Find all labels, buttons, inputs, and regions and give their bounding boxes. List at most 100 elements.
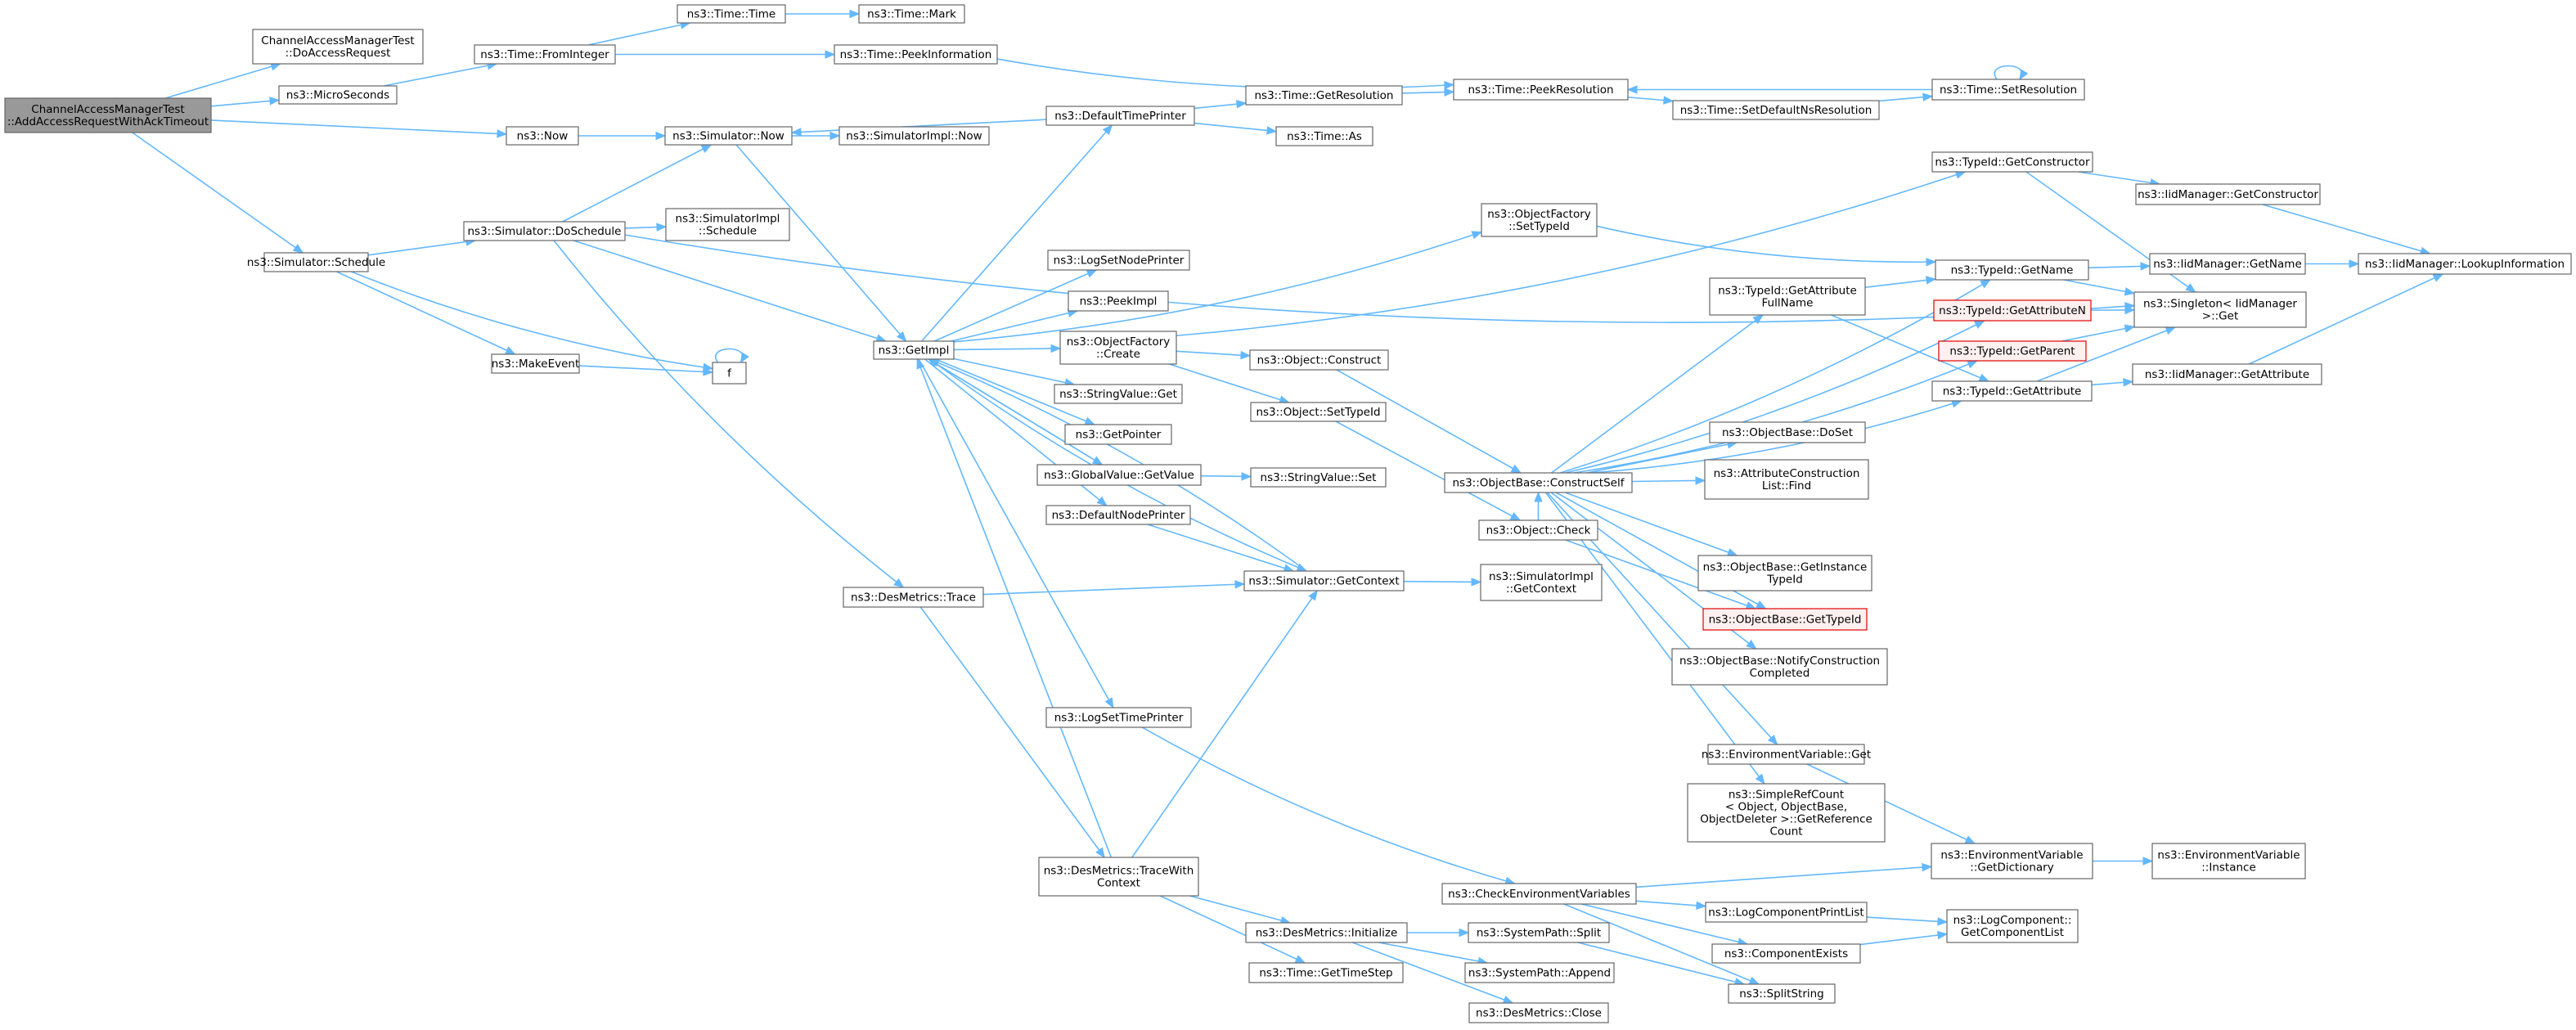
node-f[interactable]: f xyxy=(712,362,747,385)
edge-f-to-f xyxy=(715,348,749,364)
node-gettimestep[interactable]: ns3::Time::GetTimeStep xyxy=(1248,962,1404,983)
node-envget[interactable]: ns3::EnvironmentVariable::Get xyxy=(1702,744,1871,765)
node-compexists[interactable]: ns3::ComponentExists xyxy=(1711,943,1861,964)
node-now[interactable]: ns3::Now xyxy=(506,126,579,146)
node-getimpl[interactable]: ns3::GetImpl xyxy=(873,340,955,360)
node-setdefns[interactable]: ns3::Time::SetDefaultNsResolution xyxy=(1672,100,1880,120)
node-getctor[interactable]: ns3::TypeId::GetConstructor xyxy=(1931,151,2093,173)
node-obdoset[interactable]: ns3::ObjectBase::DoSet xyxy=(1709,421,1866,443)
node-label: ::Schedule xyxy=(699,225,757,238)
node-box xyxy=(263,252,369,272)
node-getattr[interactable]: ns3::TypeId::GetAttribute xyxy=(1931,380,2093,402)
node-box xyxy=(1249,349,1389,371)
node-label: f xyxy=(727,367,732,380)
node-box xyxy=(491,353,580,374)
node-iidlookup[interactable]: ns3::IidManager::LookupInformation xyxy=(2358,253,2572,275)
node-svset[interactable]: ns3::StringValue::Set xyxy=(1250,467,1387,488)
node-spsplit[interactable]: ns3::SystemPath::Split xyxy=(1468,922,1610,943)
edge-objcheck-to-constructself xyxy=(1534,491,1543,520)
node-label: ns3::Time::PeekInformation xyxy=(840,48,992,61)
node-simpleref[interactable]: ns3::SimpleRefCount< Object, ObjectBase,… xyxy=(1687,783,1886,843)
node-destrace[interactable]: ns3::DesMetrics::Trace xyxy=(843,587,984,608)
node-obnotify[interactable]: ns3::ObjectBase::NotifyConstructionCompl… xyxy=(1671,648,1888,686)
node-spappend[interactable]: ns3::SystemPath::Append xyxy=(1464,962,1615,983)
node-getparent[interactable]: ns3::TypeId::GetParent xyxy=(1938,340,2087,362)
node-desclose[interactable]: ns3::DesMetrics::Close xyxy=(1468,1002,1609,1023)
node-peekinfo[interactable]: ns3::Time::PeekInformation xyxy=(834,44,998,65)
node-ofcreate[interactable]: ns3::ObjectFactory::Create xyxy=(1059,331,1177,365)
node-box xyxy=(1705,902,1868,923)
edge-getctx-to-implgetctx xyxy=(1403,578,1482,587)
node-peekimpl[interactable]: ns3::PeekImpl xyxy=(1068,290,1169,312)
node-makeevent[interactable]: ns3::MakeEvent xyxy=(491,353,580,374)
node-getptr[interactable]: ns3::GetPointer xyxy=(1064,424,1172,445)
node-label: ns3::TypeId::GetAttribute xyxy=(1718,285,1857,298)
node-box xyxy=(1468,1002,1609,1023)
node-box xyxy=(1064,424,1172,445)
node-iidgetctor[interactable]: ns3::IidManager::GetConstructor xyxy=(2135,183,2321,205)
node-box xyxy=(1444,472,1633,493)
node-box xyxy=(1068,290,1169,312)
node-svget[interactable]: ns3::StringValue::Get xyxy=(1054,384,1183,404)
node-implsched[interactable]: ns3::SimulatorImpl::Schedule xyxy=(665,208,790,241)
node-getattrn[interactable]: ns3::TypeId::GetAttributeN xyxy=(1933,299,2092,322)
node-iidgetname[interactable]: ns3::IidManager::GetName xyxy=(2149,253,2306,275)
node-microsec[interactable]: ns3::MicroSeconds xyxy=(278,85,398,105)
node-desinit[interactable]: ns3::DesMetrics::Initialize xyxy=(1245,922,1408,943)
node-schedule[interactable]: ns3::Simulator::Schedule xyxy=(247,252,385,272)
node-singleton[interactable]: ns3::Singleton< IidManager>::Get xyxy=(2133,291,2307,328)
node-simnow[interactable]: ns3::Simulator::Now xyxy=(664,126,793,146)
node-box xyxy=(1931,79,2085,101)
node-doschedule[interactable]: ns3::Simulator::DoSchedule xyxy=(463,221,626,241)
node-box xyxy=(1702,608,1868,631)
node-envinst[interactable]: ns3::EnvironmentVariable::Instance xyxy=(2151,843,2306,879)
node-checkenv[interactable]: ns3::CheckEnvironmentVariables xyxy=(1441,883,1637,905)
node-defnp[interactable]: ns3::DefaultNodePrinter xyxy=(1045,505,1191,525)
node-splitstring[interactable]: ns3::SplitString xyxy=(1728,983,1836,1004)
node-box xyxy=(1245,922,1408,943)
node-box xyxy=(474,44,616,65)
node-getctx[interactable]: ns3::Simulator::GetContext xyxy=(1243,570,1405,591)
node-timemark[interactable]: ns3::Time::Mark xyxy=(858,4,965,24)
edge-ofsettid-to-getname xyxy=(1596,225,1937,267)
node-getname[interactable]: ns3::TypeId::GetName xyxy=(1935,259,2089,281)
node-setres[interactable]: ns3::Time::SetResolution xyxy=(1931,79,2085,101)
node-timeas[interactable]: ns3::Time::As xyxy=(1275,126,1373,146)
node-box xyxy=(1245,85,1403,106)
edge-schedule-to-makeevent xyxy=(336,271,516,355)
node-lcpl[interactable]: ns3::LogComponentPrintList xyxy=(1705,902,1868,923)
node-deftp[interactable]: ns3::DefaultTimePrinter xyxy=(1045,106,1195,126)
node-obgettid[interactable]: ns3::ObjectBase::GetTypeId xyxy=(1702,608,1868,631)
node-timetime[interactable]: ns3::Time::Time xyxy=(677,4,786,24)
node-box xyxy=(1481,203,1598,237)
node-logtp[interactable]: ns3::LogSetTimePrinter xyxy=(1045,707,1192,728)
node-iidgetattr[interactable]: ns3::IidManager::GetAttribute xyxy=(2132,363,2322,385)
node-implgetctx[interactable]: ns3::SimulatorImpl::GetContext xyxy=(1480,564,1603,601)
node-objconstruct[interactable]: ns3::Object::Construct xyxy=(1249,349,1389,371)
edge-getname-to-singleton xyxy=(2063,279,2136,296)
node-root[interactable]: ChannelAccessManagerTest::AddAccessReque… xyxy=(4,97,212,133)
node-lcgetlist[interactable]: ns3::LogComponent::GetComponentList xyxy=(1946,909,2079,943)
node-label: ns3::ObjectFactory xyxy=(1487,208,1591,221)
node-peekres[interactable]: ns3::Time::PeekResolution xyxy=(1453,79,1629,101)
edge-getimpl-to-logtp xyxy=(918,358,1114,709)
node-getres[interactable]: ns3::Time::GetResolution xyxy=(1245,85,1403,106)
node-objcheck[interactable]: ns3::Object::Check xyxy=(1478,519,1598,541)
node-label: ns3::Time::GetTimeStep xyxy=(1259,967,1392,980)
node-fromint[interactable]: ns3::Time::FromInteger xyxy=(474,44,616,65)
node-constructself[interactable]: ns3::ObjectBase::ConstructSelf xyxy=(1444,472,1633,493)
node-ofsettid[interactable]: ns3::ObjectFactory::SetTypeId xyxy=(1481,203,1598,237)
node-lognodep[interactable]: ns3::LogSetNodePrinter xyxy=(1047,250,1190,271)
node-objsettid[interactable]: ns3::Object::SetTypeId xyxy=(1250,402,1387,422)
node-doaccess[interactable]: ChannelAccessManagerTest::DoAccessReques… xyxy=(252,29,424,65)
node-envgetdict[interactable]: ns3::EnvironmentVariable::GetDictionary xyxy=(1931,843,2093,879)
node-gvget[interactable]: ns3::GlobalValue::GetValue xyxy=(1036,464,1202,486)
node-implnow[interactable]: ns3::SimulatorImpl::Now xyxy=(838,126,990,146)
edge-constructself-to-getattrfn xyxy=(1551,314,1764,474)
node-box xyxy=(665,208,790,241)
